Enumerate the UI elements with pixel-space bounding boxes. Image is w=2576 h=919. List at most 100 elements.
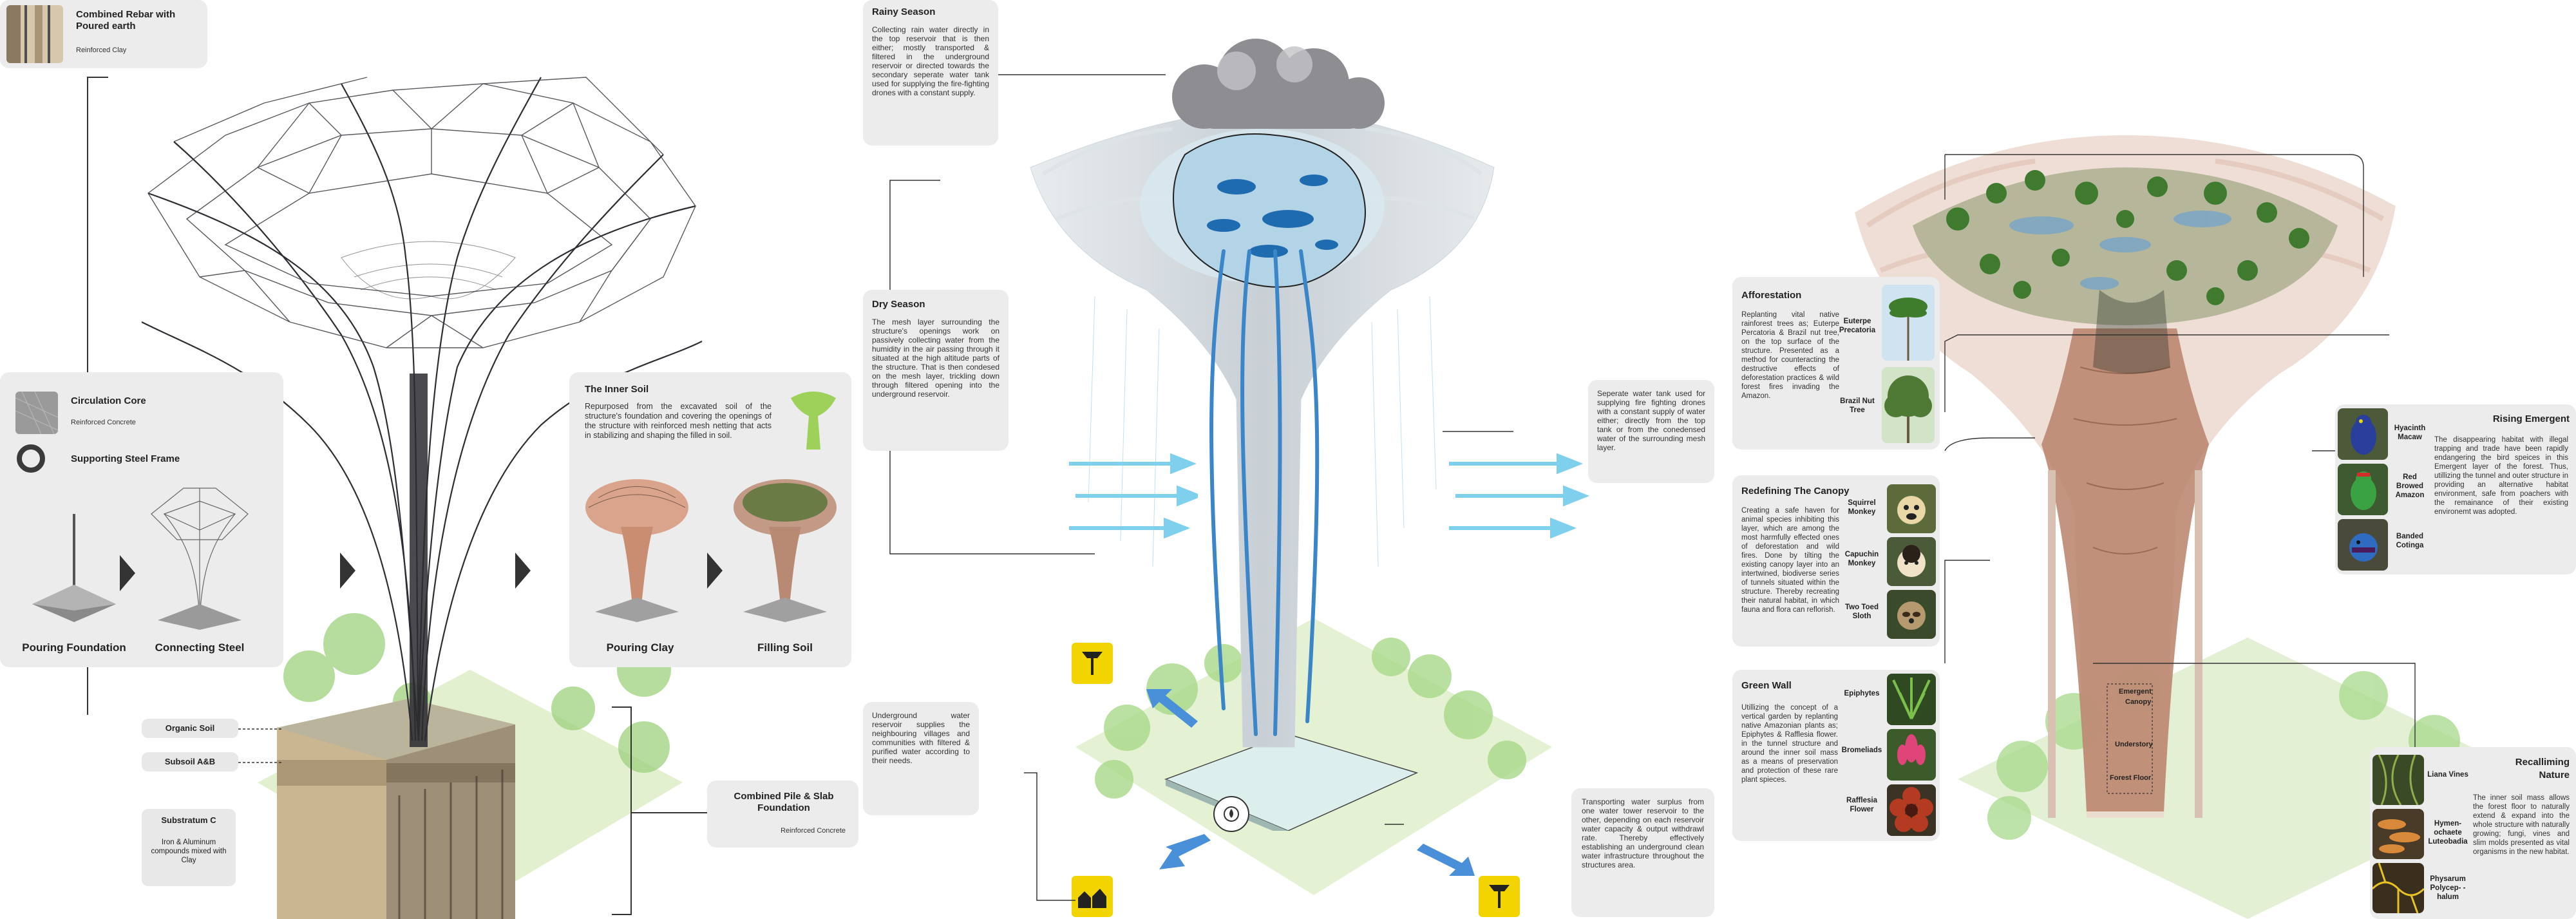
- hyacinth-macaw-photo: [2338, 408, 2388, 460]
- stage-arrow-3: [515, 553, 531, 589]
- water-tank-text: Seperate water tank used for supplying f…: [1597, 389, 1705, 452]
- wind-arrows-left: [1069, 453, 1198, 539]
- capuchin-monkey-photo: [1887, 537, 1936, 586]
- physarum-photo: [2372, 863, 2424, 913]
- afforestation-panel: Afforestation Replanting vital native ra…: [1732, 277, 1940, 450]
- blue-arrow-lower-left: [1159, 834, 1211, 869]
- species-rafflesia: Rafflesia Flower: [1846, 797, 1877, 813]
- foundation-bracket: [612, 706, 708, 915]
- rainy-season-panel: Rainy Season Collecting rain water direc…: [863, 0, 998, 146]
- green-wall-text: Utillizing the concept of a vertical gar…: [1741, 704, 1838, 784]
- species-red-browed-amazon: Red Browed Amazon: [2395, 473, 2425, 499]
- euterpe-photo: [1882, 285, 1935, 361]
- red-browed-amazon-photo: [2338, 464, 2388, 515]
- stage-arrow-1: [120, 555, 135, 591]
- steel-frame-ring-icon: [17, 444, 45, 473]
- species-hyacinth-macaw: Hyacinth Macaw: [2394, 424, 2426, 441]
- wind-arrows-right: [1449, 453, 1590, 539]
- brazil-nut-photo: [1882, 367, 1935, 443]
- rainy-season-text: Collecting rain water directly in the to…: [872, 25, 989, 97]
- dry-season-text: The mesh layer surrounding the structure…: [872, 317, 999, 399]
- canopy-panel: Redefining The Canopy Creating a safe ha…: [1732, 475, 1940, 647]
- species-capuchin-monkey: Capuchin Monkey: [1844, 551, 1879, 567]
- tower-icon-bottom: [1479, 876, 1520, 917]
- species-physarum: Physarum Polycep- -halum: [2430, 875, 2466, 901]
- layer-label-canopy: Canopy: [2125, 698, 2152, 706]
- canopy-title: Redefining The Canopy: [1741, 486, 1850, 497]
- species-epiphytes: Epiphytes: [1844, 690, 1880, 697]
- blue-arrow-lower-right: [1417, 844, 1475, 876]
- pouring-foundation-illustration: [32, 514, 116, 622]
- reclaiming-nature-text: The inner soil mass allows the forest fl…: [2473, 794, 2570, 856]
- bromeliads-photo: [1887, 729, 1936, 781]
- rafflesia-photo: [1887, 784, 1936, 836]
- species-two-toed-sloth: Two Toed Sloth: [1845, 603, 1879, 620]
- foundation-panel: Combined Pile & Slab Foundation Reinforc…: [707, 781, 858, 848]
- species-euterpe: Euterpe Precatoria: [1839, 317, 1876, 334]
- steel-structure-tree: [141, 77, 703, 747]
- soil-leader-lines: [238, 728, 283, 763]
- water-transport-panel: Transporting water surplus from one wate…: [1571, 788, 1714, 917]
- foundation-title: Combined Pile & Slab Foundation: [734, 791, 834, 813]
- substratum-panel: Substratum C Iron & Aluminum compounds m…: [142, 809, 236, 886]
- inner-soil-panel: The Inner Soil Repurposed from the excav…: [569, 372, 851, 667]
- species-brazil-nut: Brazil Nut Tree: [1840, 397, 1875, 414]
- soil-block: [277, 699, 515, 919]
- connecting-steel-illustration: [151, 488, 249, 630]
- foundation-subtitle: Reinforced Concrete: [781, 827, 846, 835]
- stage-arrow-4: [707, 553, 723, 589]
- frame-title: Supporting Steel Frame: [71, 453, 180, 464]
- species-liana-vines: Liana Vines: [2427, 771, 2468, 779]
- inner-soil-text: Repurposed from the excavated soil of th…: [585, 402, 772, 440]
- concrete-swatch: [15, 392, 58, 434]
- reclaiming-nature-panel: Liana Vines Hymen- ochaete Luteobadia Ph…: [2370, 747, 2576, 919]
- species-bromeliads: Bromeliads: [1841, 746, 1882, 754]
- core-subtitle: Reinforced Concrete: [71, 419, 136, 426]
- blue-arrow-upper-left: [1146, 689, 1198, 728]
- layer-dashed-box: [2107, 683, 2153, 794]
- soil-mass-icon: [791, 392, 836, 450]
- species-banded-cotinga: Banded Cotinga: [2396, 533, 2424, 549]
- squirrel-monkey-photo: [1887, 484, 1936, 533]
- stage-label-connecting-steel: Connecting Steel: [155, 641, 245, 654]
- banded-cotinga-photo: [2338, 519, 2388, 571]
- pouring-clay-illustration: [585, 479, 688, 622]
- construction-stages-panel: Circulation Core Reinforced Concrete Sup…: [0, 372, 283, 667]
- rebar-panel: Combined Rebar with Poured earth Reinfor…: [0, 0, 207, 68]
- rising-emergent-title: Rising Emergent: [2492, 413, 2570, 424]
- substratum-text: Iron & Aluminum compounds mixed with Cla…: [151, 838, 227, 864]
- rebar-title: Combined Rebar with Poured earth: [76, 9, 176, 32]
- rebar-swatch: [6, 5, 63, 63]
- inner-soil-title: The Inner Soil: [585, 384, 649, 395]
- species-hymenochaete: Hymen- ochaete Luteobadia: [2428, 820, 2468, 846]
- underground-reservoir-text: Underground water reservoir supplies the…: [872, 711, 970, 765]
- liana-vines-photo: [2372, 755, 2424, 805]
- green-wall-panel: Green Wall Utillizing the concept of a v…: [1732, 670, 1940, 841]
- organic-soil-label: Organic Soil: [142, 719, 238, 738]
- canopy-text: Creating a safe haven for animal species…: [1741, 507, 1839, 614]
- stage-label-filling-soil: Filling Soil: [757, 641, 813, 654]
- rebar-subtitle: Reinforced Clay: [76, 46, 127, 54]
- water-tower-structure: [1030, 109, 1495, 748]
- underground-reservoir-panel: Underground water reservoir supplies the…: [863, 702, 979, 815]
- dry-season-panel: Dry Season The mesh layer surrounding th…: [863, 290, 1009, 451]
- layer-label-understory: Understory: [2115, 741, 2153, 748]
- stage-label-pouring-clay: Pouring Clay: [606, 641, 674, 654]
- reclaiming-nature-title: Recalliming Nature: [2515, 757, 2570, 781]
- habitat-tree-structure: [1855, 135, 2396, 818]
- afforestation-text: Replanting vital native rainforest trees…: [1741, 311, 1839, 400]
- filling-soil-illustration: [734, 479, 837, 622]
- rising-emergent-text: The disappearing habitat with illegal tr…: [2434, 436, 2568, 516]
- stage-label-pouring-foundation: Pouring Foundation: [22, 641, 126, 654]
- layer-label-emergent: Emergent: [2119, 688, 2152, 696]
- rainy-season-title: Rainy Season: [872, 6, 936, 17]
- rising-emergent-panel: Hyacinth Macaw Red Browed Amazon Banded …: [2335, 404, 2576, 574]
- core-title: Circulation Core: [71, 395, 146, 406]
- subsoil-label: Subsoil A&B: [142, 752, 238, 772]
- epiphytes-photo: [1887, 674, 1936, 725]
- middle-leader-lines: [889, 74, 1513, 901]
- water-tank-panel: Seperate water tank used for supplying f…: [1588, 380, 1714, 483]
- sloth-photo: [1887, 590, 1936, 639]
- village-icon: [1072, 876, 1113, 917]
- species-squirrel-monkey: Squirrel Monkey: [1848, 499, 1876, 516]
